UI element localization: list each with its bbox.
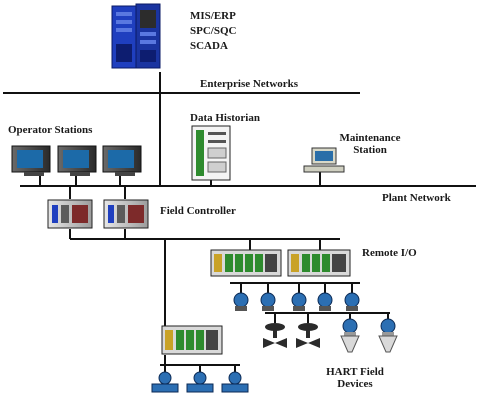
label-maintenance-line1: Maintenance: [339, 132, 401, 144]
valve-icon: [296, 323, 320, 348]
flowmeter-icon: [151, 371, 179, 393]
label-scada: SCADA: [190, 40, 228, 52]
transmitter-icon: [260, 292, 276, 311]
hart-device-bus: [160, 355, 240, 372]
transmitter-icon: [317, 292, 333, 311]
label-data-historian: Data Historian: [190, 112, 260, 124]
operator-monitor-icon: [57, 145, 97, 176]
level-sensor-icon: [340, 318, 360, 353]
label-hart-field-devices: HART Field Devices: [310, 366, 400, 390]
transmitter-icon: [233, 292, 249, 311]
controller-rack-icon: [47, 199, 93, 229]
field-bus: [69, 229, 340, 340]
historian-server-icon: [191, 125, 231, 181]
label-spc-sqc: SPC/SQC: [190, 25, 237, 37]
label-mis-erp: MIS/ERP: [190, 10, 236, 22]
maintenance-pc-icon: [303, 147, 345, 173]
label-enterprise-networks: Enterprise Networks: [200, 78, 299, 90]
enterprise-network-bus: [3, 72, 360, 186]
label-maintenance-line2: Station: [353, 144, 387, 156]
remote-io-rack-icon: [287, 249, 351, 277]
label-hart-line2: Devices: [337, 378, 373, 390]
transmitter-icon: [344, 292, 360, 311]
flowmeter-icon: [186, 371, 214, 393]
label-field-controller: Field Controller: [160, 205, 236, 217]
remote-io-device-bus: [230, 282, 390, 323]
operator-monitor-icon: [11, 145, 51, 176]
remote-io-rack-icon: [210, 249, 282, 277]
transmitter-icon: [291, 292, 307, 311]
label-operator-stations: Operator Stations: [8, 124, 93, 136]
controller-rack-icon: [103, 199, 149, 229]
level-sensor-icon: [378, 318, 398, 353]
remote-io-rack-icon: [161, 325, 223, 355]
label-plant-network: Plant Network: [382, 192, 451, 204]
label-hart-line1: HART Field: [326, 366, 384, 378]
operator-monitor-icon: [102, 145, 142, 176]
label-maintenance-station: Maintenance Station: [330, 132, 410, 156]
valve-icon: [263, 323, 287, 348]
flowmeter-icon: [221, 371, 249, 393]
label-remote-io: Remote I/O: [362, 247, 417, 259]
server-rack-icon: [111, 3, 161, 69]
